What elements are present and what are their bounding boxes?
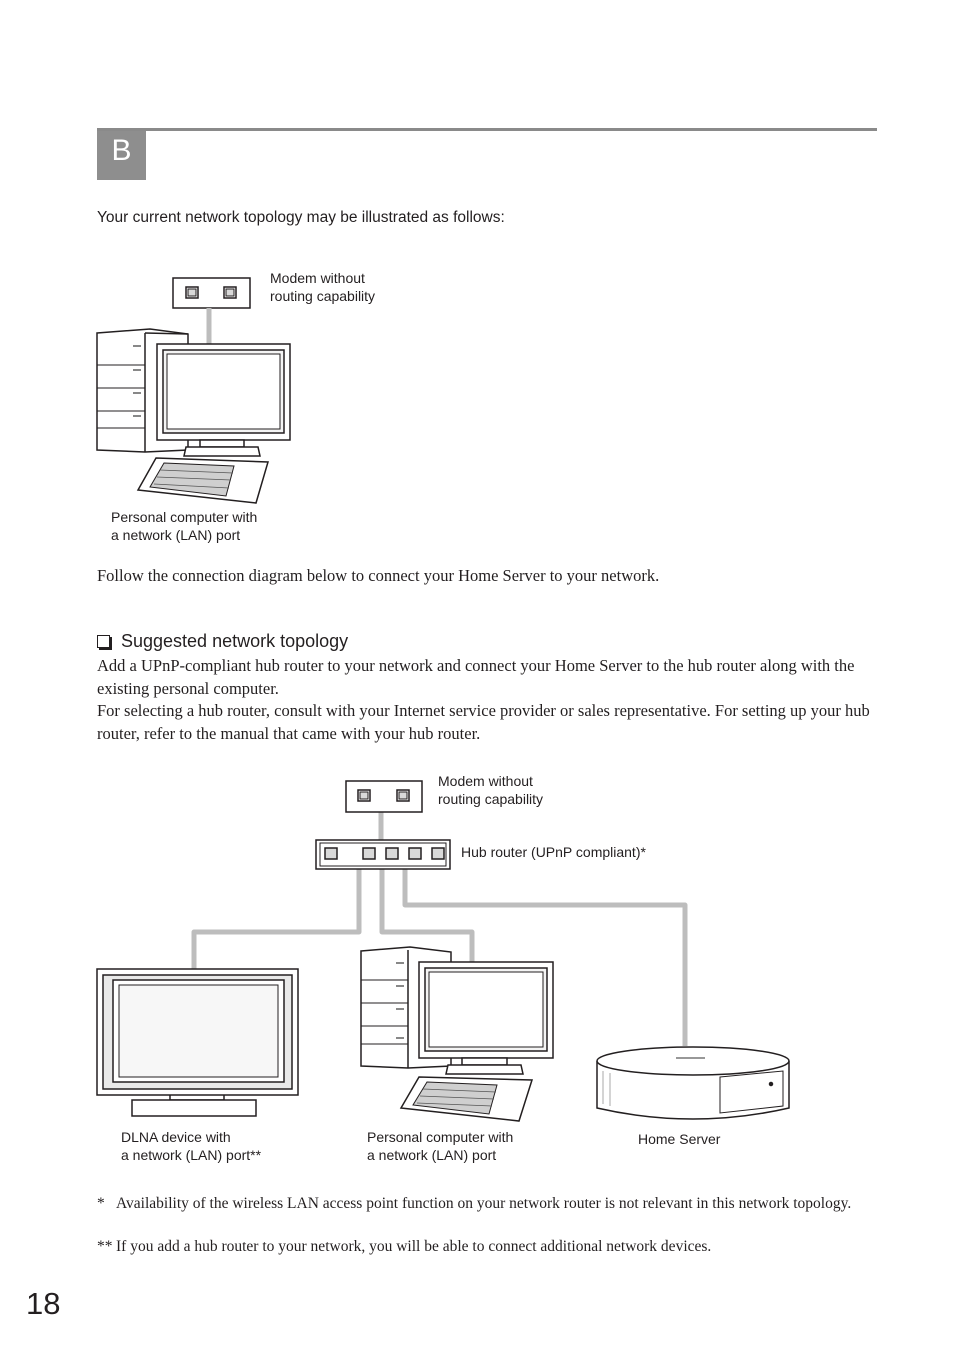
footnote-mark: ** <box>97 1236 116 1257</box>
footnote-text: Availability of the wireless LAN access … <box>116 1193 851 1214</box>
server-label: Home Server <box>638 1130 720 1148</box>
hub-router-icon <box>316 840 450 869</box>
diagram-suggested-topology <box>97 781 789 1121</box>
paragraph-2: For selecting a hub router, consult with… <box>97 700 887 745</box>
pc-label: Personal computer with a network (LAN) p… <box>111 508 257 544</box>
monitor-icon <box>157 344 290 456</box>
footnote-mark: * <box>97 1193 116 1214</box>
modem-label: Modem without routing capability <box>270 269 375 305</box>
monitor-icon <box>419 962 553 1074</box>
footnote-2: ** If you add a hub router to your netwo… <box>97 1236 867 1257</box>
keyboard-icon <box>138 458 268 503</box>
dlna-tv-icon <box>97 969 298 1116</box>
checkbox-icon <box>97 635 110 648</box>
footnote-text: If you add a hub router to your network,… <box>116 1236 711 1257</box>
pc-label-2: Personal computer with a network (LAN) p… <box>367 1128 513 1164</box>
diagram-current-topology <box>97 278 290 503</box>
section-heading: Suggested network topology <box>97 631 348 652</box>
footnote-1: * Availability of the wireless LAN acces… <box>97 1193 867 1214</box>
hub-label: Hub router (UPnP compliant)* <box>461 843 646 861</box>
keyboard-icon <box>401 1077 532 1121</box>
home-server-icon <box>597 1047 789 1119</box>
heading-text: Suggested network topology <box>121 631 348 652</box>
modem-label-2: Modem without routing capability <box>438 772 543 808</box>
modem-icon <box>173 278 250 308</box>
dlna-label: DLNA device with a network (LAN) port** <box>121 1128 261 1164</box>
follow-text: Follow the connection diagram below to c… <box>97 565 659 588</box>
paragraph-1: Add a UPnP-compliant hub router to your … <box>97 655 887 700</box>
page-number: 18 <box>26 1286 60 1322</box>
modem-icon <box>346 781 422 812</box>
